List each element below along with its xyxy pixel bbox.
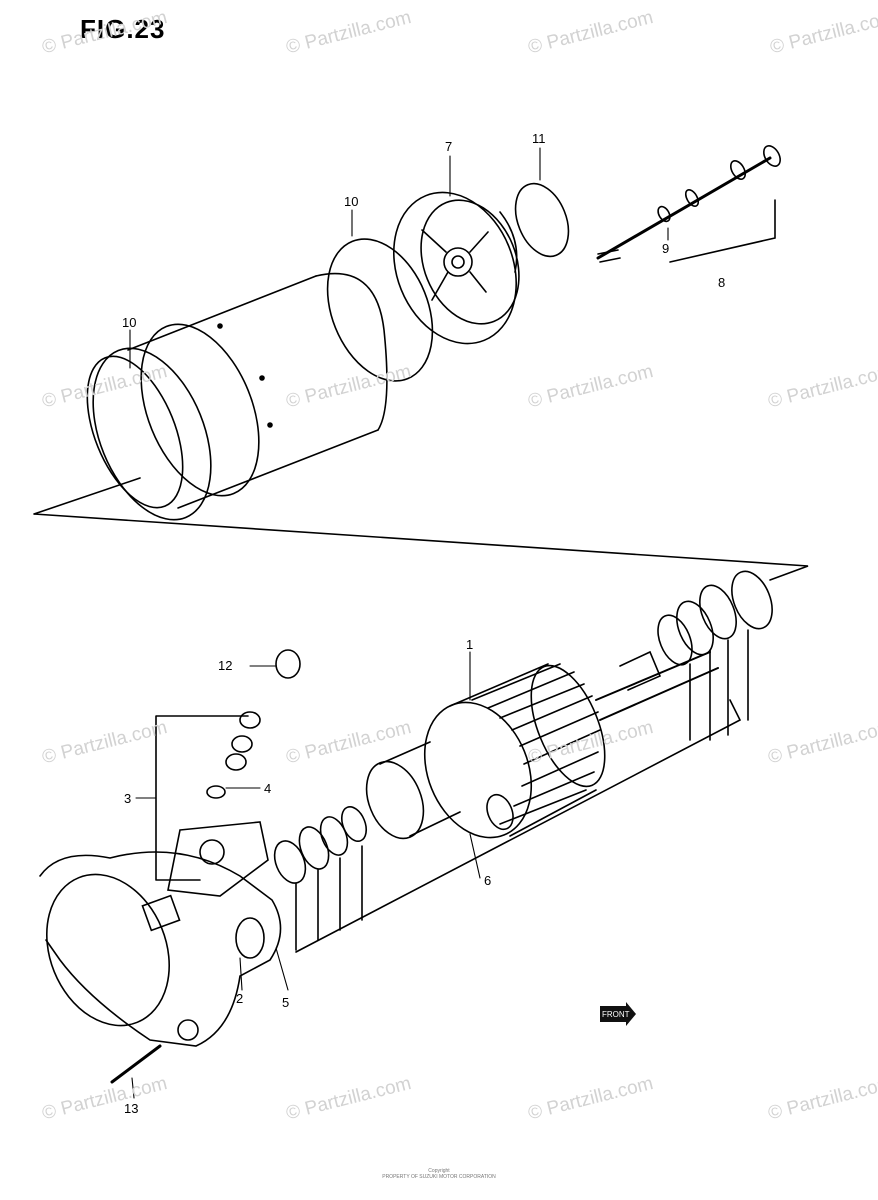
- housing-bracket-2: [39, 851, 282, 1047]
- nut-12: [275, 649, 301, 679]
- through-bolt-8: [596, 145, 781, 263]
- callout-8: 8: [718, 275, 726, 290]
- callout-10-front: 10: [122, 315, 137, 330]
- callout-4: 4: [264, 781, 272, 796]
- copyright-notice: Copyright PROPERTY OF SUZUKI MOTOR CORPO…: [0, 1168, 878, 1180]
- callout-10-rear: 10: [344, 194, 359, 209]
- copyright-line2: PROPERTY OF SUZUKI MOTOR CORPORATION: [382, 1174, 496, 1180]
- rear-washers: [657, 570, 773, 741]
- callout-7: 7: [445, 139, 453, 154]
- callout-1: 1: [466, 637, 474, 652]
- callout-12: 12: [218, 658, 233, 673]
- front-washers: [273, 806, 368, 951]
- callout-6: 6: [484, 873, 492, 888]
- callout-9: 9: [662, 241, 670, 256]
- callout-5: 5: [282, 995, 290, 1010]
- screw-13: [110, 1044, 162, 1084]
- copyright-line1: Copyright: [428, 1168, 450, 1174]
- o-ring-11: [514, 182, 570, 258]
- figure-title: FIG.23: [80, 14, 166, 44]
- callout-13: 13: [124, 1101, 139, 1116]
- leader-lines: [129, 147, 669, 1099]
- end-cover-7: [392, 191, 520, 345]
- callout-11: 11: [532, 131, 546, 146]
- callout-2: 2: [236, 991, 244, 1006]
- bracket-line-6: [295, 699, 742, 953]
- yoke-housing: [92, 272, 388, 521]
- armature-1: [365, 650, 719, 840]
- o-ring-10-front: [86, 355, 184, 509]
- front-arrow-icon: FRONT: [600, 1002, 636, 1026]
- brush-holder-3: [155, 711, 269, 897]
- o-ring-4: [206, 785, 226, 799]
- o-ring-10-rear: [326, 238, 434, 382]
- section-plane-top: [33, 477, 809, 581]
- front-mark-label: FRONT: [602, 1010, 630, 1019]
- callout-3: 3: [124, 791, 132, 806]
